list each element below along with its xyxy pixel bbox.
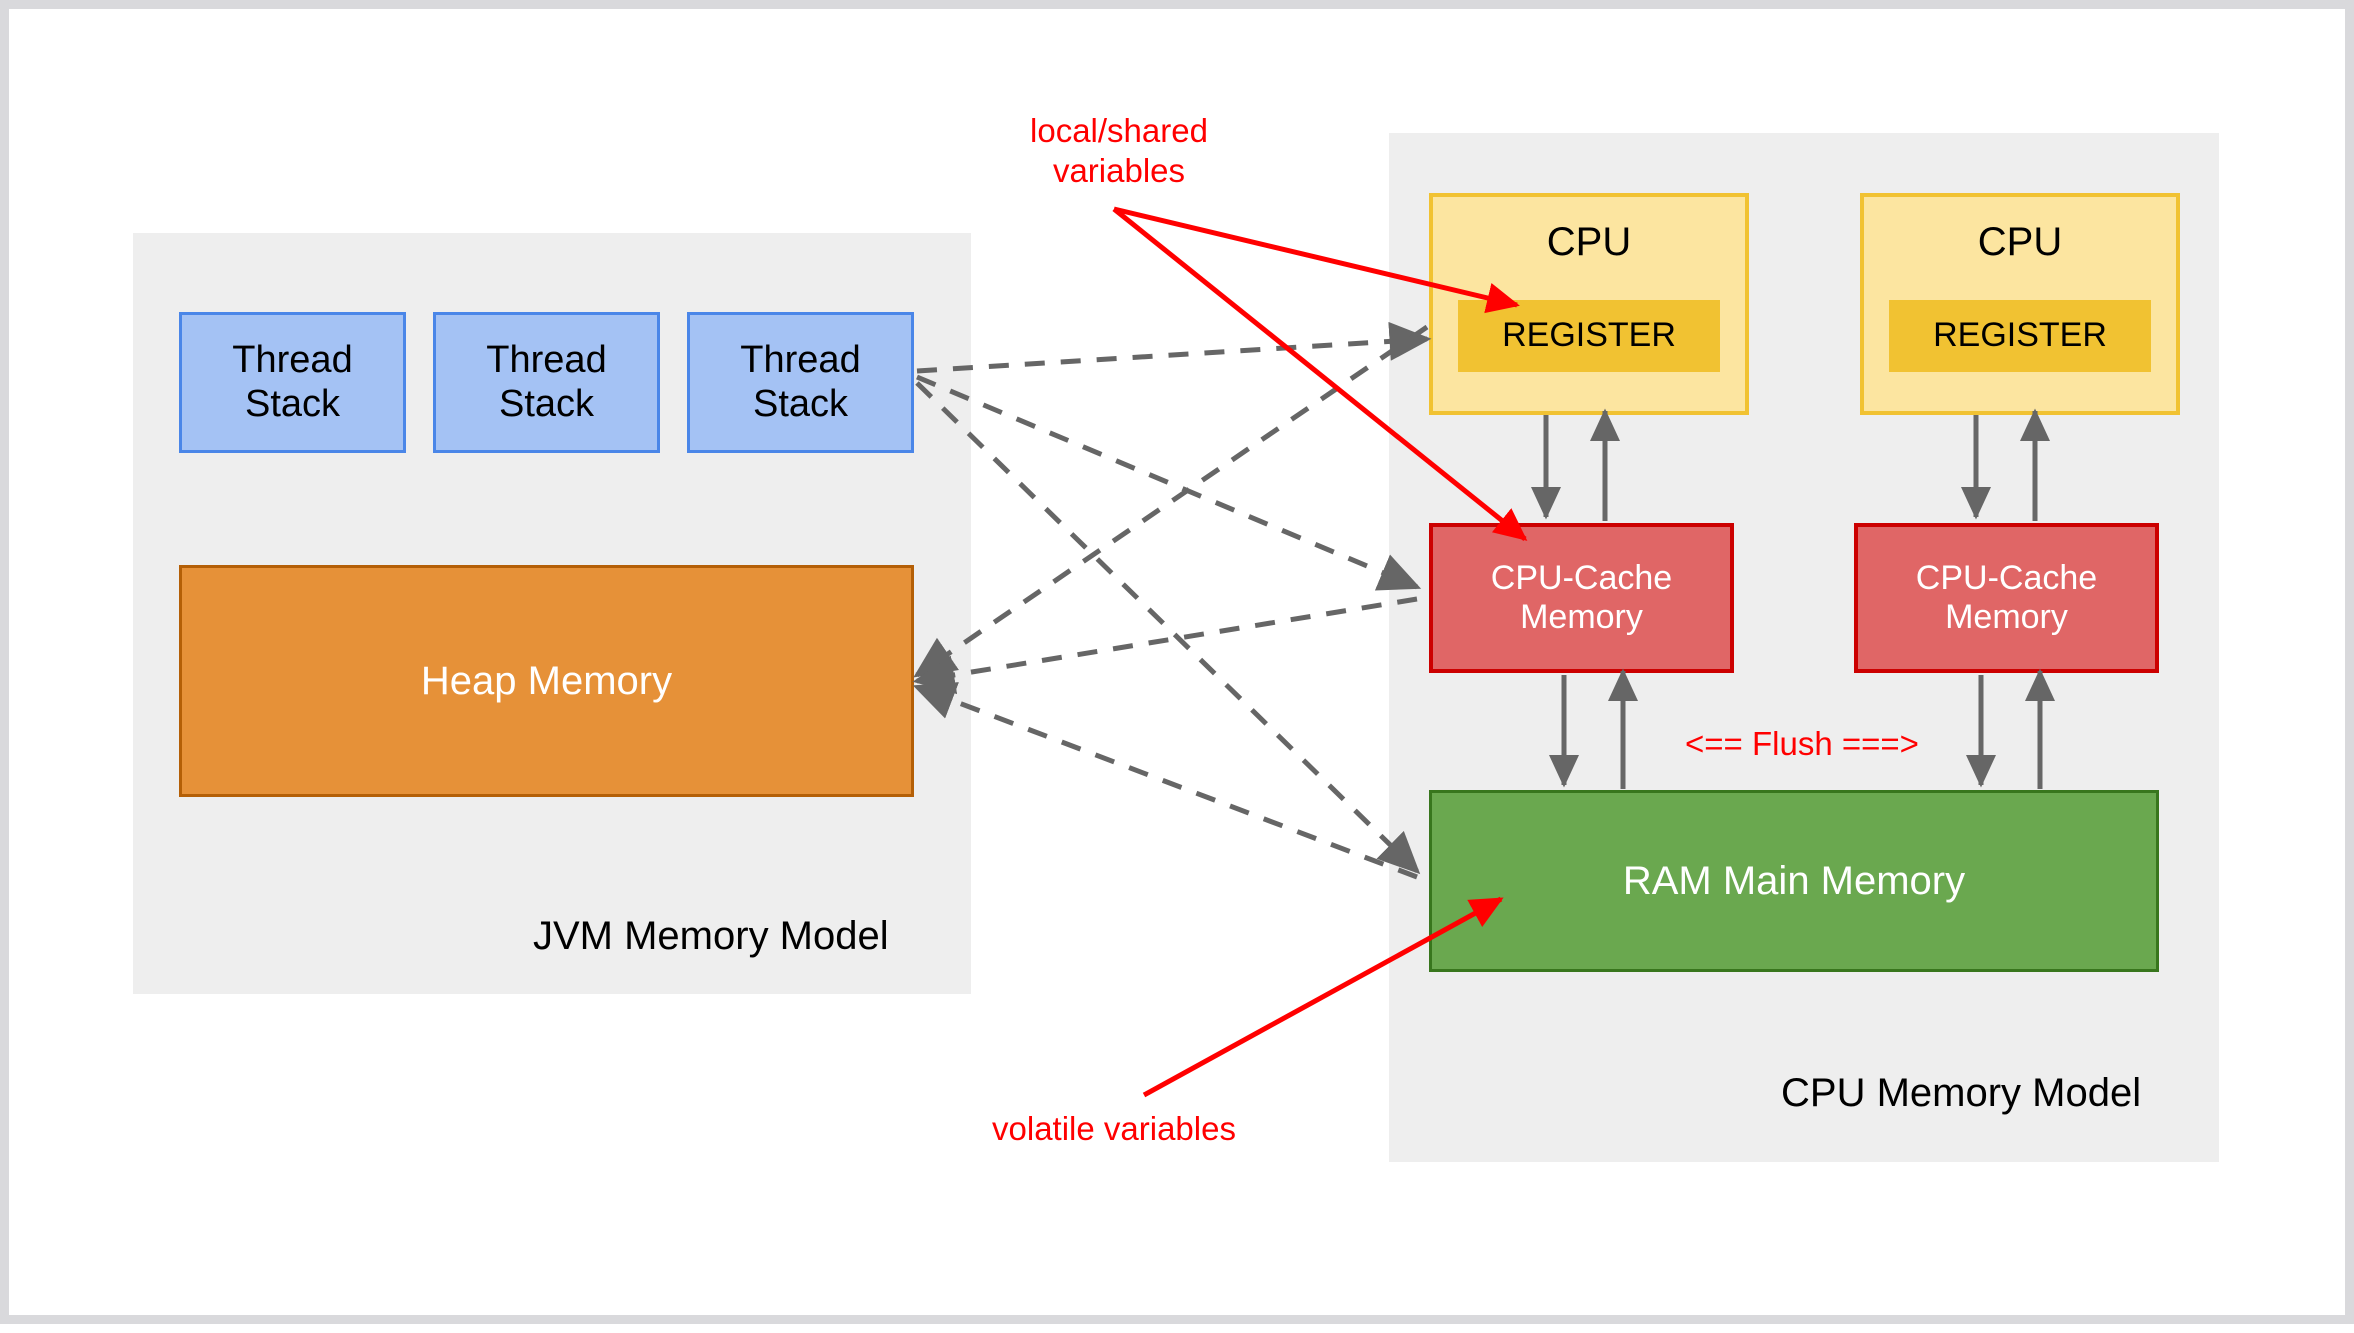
cpu-memory-model-label: CPU Memory Model [1781, 1071, 2142, 1115]
heap-memory-label: Heap Memory [420, 659, 673, 703]
connector-thread-to-ram [915, 381, 1421, 875]
cpu-label-2: CPU [1977, 220, 2063, 264]
volatile-variables-annotation: volatile variables [992, 1110, 1236, 1147]
register-box-2[interactable]: REGISTER [1889, 300, 2151, 372]
ram-main-memory-box[interactable]: RAM Main Memory [1429, 790, 2159, 972]
connector-thread-to-cache [916, 374, 1422, 591]
register-label-1: REGISTER [1502, 316, 1676, 355]
cpu-label-1: CPU [1546, 220, 1632, 264]
heap-memory-box[interactable]: Heap Memory [179, 565, 914, 797]
local-shared-variables-annotation: local/shared variables [1030, 112, 1208, 189]
flush-label: <== Flush ===> [1685, 725, 1919, 762]
connector-heap-to-ram [912, 682, 1418, 880]
register-label-2: REGISTER [1933, 316, 2107, 355]
jvm-memory-model-label: JVM Memory Model [533, 914, 889, 958]
connector-thread-to-register [916, 321, 1432, 374]
connector-heap-to-register [913, 324, 1429, 678]
connector-heap-to-cache [912, 596, 1418, 695]
register-box-1[interactable]: REGISTER [1458, 300, 1720, 372]
ram-main-memory-label: RAM Main Memory [1622, 859, 1966, 903]
